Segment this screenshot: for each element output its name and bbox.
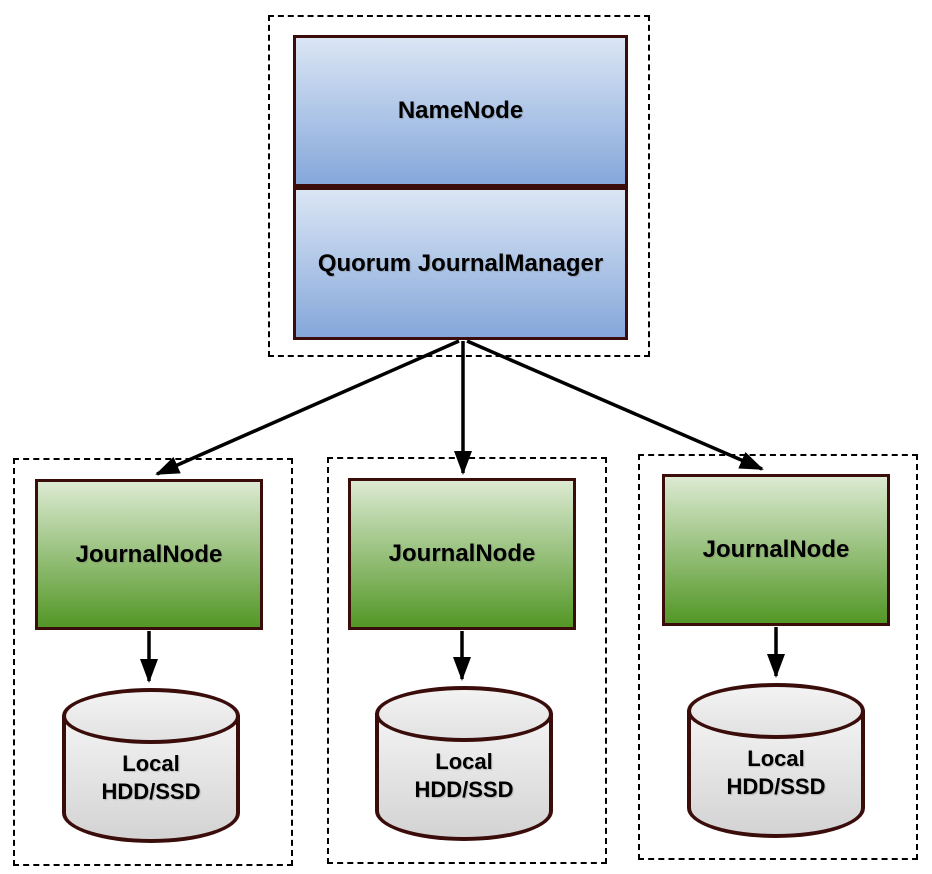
arrow-qjm-to-journalnode-3 bbox=[466, 339, 764, 471]
storage-label-line1: Local bbox=[122, 751, 180, 776]
journalnode-group-1-container bbox=[13, 458, 293, 866]
namenode-label: NameNode bbox=[397, 97, 524, 124]
arrow-qjm-to-journalnode-1 bbox=[155, 339, 460, 476]
journalnode-1-box: JournalNode bbox=[35, 479, 263, 630]
cylinder-top-ellipse bbox=[375, 686, 553, 742]
journalnode-2-label: JournalNode bbox=[388, 540, 536, 567]
journalnode-1-label: JournalNode bbox=[75, 540, 223, 568]
journalnode-group-3-container bbox=[638, 454, 918, 860]
storage-label-line1: Local bbox=[747, 746, 805, 771]
journalnode-3-box: JournalNode bbox=[662, 474, 890, 626]
local-storage-1-label: Local HDD/SSD bbox=[62, 750, 240, 806]
cylinder-top-ellipse bbox=[687, 683, 865, 739]
journalnode-3-label: JournalNode bbox=[702, 536, 850, 563]
local-storage-2-cylinder: Local HDD/SSD bbox=[375, 686, 553, 841]
namenode-box: NameNode bbox=[293, 35, 628, 187]
storage-label-line2: HDD/SSD bbox=[101, 779, 201, 804]
local-storage-3-cylinder: Local HDD/SSD bbox=[687, 683, 865, 838]
local-storage-2-label: Local HDD/SSD bbox=[375, 748, 553, 804]
quorum-journalmanager-label: Quorum JournalManager bbox=[317, 249, 604, 277]
local-storage-3-label: Local HDD/SSD bbox=[687, 745, 865, 801]
quorum-journalmanager-box: Quorum JournalManager bbox=[293, 187, 628, 340]
storage-label-line1: Local bbox=[435, 749, 493, 774]
local-storage-1-cylinder: Local HDD/SSD bbox=[62, 688, 240, 843]
journalnode-2-box: JournalNode bbox=[348, 478, 576, 630]
cylinder-top-ellipse bbox=[62, 688, 240, 744]
storage-label-line2: HDD/SSD bbox=[414, 777, 514, 802]
storage-label-line2: HDD/SSD bbox=[726, 774, 826, 799]
